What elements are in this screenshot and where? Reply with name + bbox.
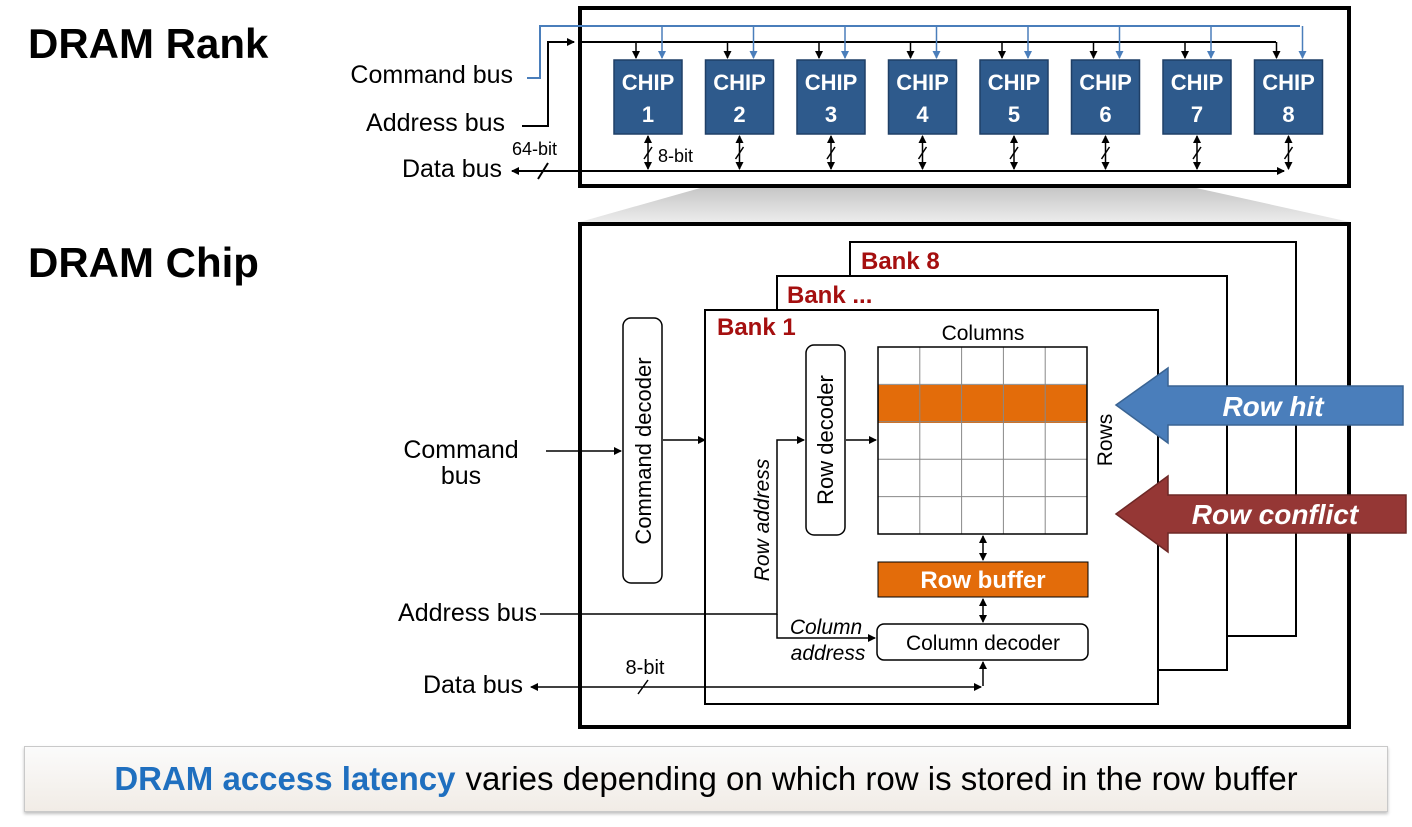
chip-4-label: CHIP xyxy=(896,70,949,95)
chip-6 xyxy=(1070,59,1141,135)
caption-banner: DRAM access latency varies depending on … xyxy=(24,746,1388,812)
row-address-line xyxy=(540,436,805,615)
chip-4 xyxy=(887,59,958,135)
row-conflict-label: Row conflict xyxy=(1192,499,1360,530)
chip-5-number: 5 xyxy=(1008,102,1020,127)
chip-6-label: CHIP xyxy=(1079,70,1132,95)
chip-group: CHIP 1 CHIP 2 CHIP 3 CHIP 4 CHIP 5 CHIP 6 CHIP 7 CHIP 8 xyxy=(613,26,1324,170)
chip-3-number: 3 xyxy=(825,102,837,127)
highlighted-row xyxy=(878,385,1087,423)
bank-8-label: Bank 8 xyxy=(861,248,940,275)
rank-box xyxy=(578,6,1351,188)
rank-64bit-slash xyxy=(537,162,549,180)
chip-8 xyxy=(1253,59,1324,135)
chip-command-bus-label-1: Command xyxy=(403,436,518,464)
row-buffer-box xyxy=(877,561,1089,598)
data-drop-slash-3 xyxy=(826,146,836,160)
data-drop-slash-4 xyxy=(917,146,928,160)
rank-address-bus-label: Address bus xyxy=(366,109,505,137)
column-decoder-box xyxy=(876,623,1089,661)
chip-address-bus-label: Address bus xyxy=(398,599,537,627)
chip-8-label: CHIP xyxy=(1262,70,1315,95)
chip-8bit-slash xyxy=(637,679,649,695)
bank-etc-label: Bank ... xyxy=(787,282,872,309)
caption-highlight: DRAM access latency xyxy=(114,760,456,797)
row-decoder-box xyxy=(805,344,846,536)
chip-6-number: 6 xyxy=(1099,102,1111,127)
bank-1-label: Bank 1 xyxy=(717,314,796,341)
chip-2-number: 2 xyxy=(733,102,745,127)
chip-7-label: CHIP xyxy=(1171,70,1224,95)
column-address-label-1: Column xyxy=(790,616,862,639)
chip-title: DRAM Chip xyxy=(28,239,259,286)
cell-array-outline xyxy=(877,346,1088,535)
row-conflict-arrow xyxy=(1114,474,1407,554)
rows-label: Rows xyxy=(1094,414,1117,467)
row-hit-label: Row hit xyxy=(1222,391,1325,422)
data-drop-slash-2 xyxy=(734,146,745,160)
data-drop-slash-5 xyxy=(1009,146,1019,160)
chip-7-number: 7 xyxy=(1191,102,1203,127)
data-drop-slash-6 xyxy=(1100,146,1111,160)
chip-8bit-label: 8-bit xyxy=(626,657,665,679)
rank-title: DRAM Rank xyxy=(28,20,269,67)
caption-text: varies depending on which row is stored … xyxy=(465,760,1298,797)
rank-8bit-label: 8-bit xyxy=(658,146,693,166)
chip-8-number: 8 xyxy=(1282,102,1294,127)
chip-2-label: CHIP xyxy=(713,70,766,95)
rank-64bit-label: 64-bit xyxy=(512,139,557,159)
rank-data-bus-label: Data bus xyxy=(402,155,502,183)
chip-data-bus-label: Data bus xyxy=(423,671,523,699)
command-decoder-label: Command decoder xyxy=(631,357,656,544)
row-hit-arrow xyxy=(1114,366,1404,445)
data-drop-slash-8 xyxy=(1283,146,1294,160)
chip-3-label: CHIP xyxy=(805,70,858,95)
data-drop-slash-7 xyxy=(1192,146,1202,160)
chip-5-label: CHIP xyxy=(988,70,1041,95)
command-decoder-box xyxy=(622,317,663,584)
chip-4-number: 4 xyxy=(916,102,929,127)
chip-3 xyxy=(796,59,866,135)
chip-5 xyxy=(979,59,1049,135)
chip-1-label: CHIP xyxy=(622,70,675,95)
column-decoder-label: Column decoder xyxy=(906,632,1060,655)
column-address-label-2: address xyxy=(791,642,866,665)
rank-command-bus-label: Command bus xyxy=(350,61,513,89)
data-drop-slash-1 xyxy=(643,146,653,160)
row-decoder-label: Row decoder xyxy=(813,375,838,505)
cell-array-grid xyxy=(878,347,1087,534)
chip-1 xyxy=(613,59,683,135)
chip-2 xyxy=(704,59,775,135)
rank-command-bus-line xyxy=(527,25,1300,79)
rank-address-bus-entry xyxy=(522,38,575,127)
chip-7 xyxy=(1162,59,1232,135)
chip-1-number: 1 xyxy=(642,102,654,127)
chip-command-bus-label-2: bus xyxy=(441,462,481,490)
row-buffer-label: Row buffer xyxy=(920,567,1045,594)
column-address-line xyxy=(776,614,876,642)
columns-label: Columns xyxy=(942,322,1025,345)
row-address-label: Row address xyxy=(751,458,774,581)
